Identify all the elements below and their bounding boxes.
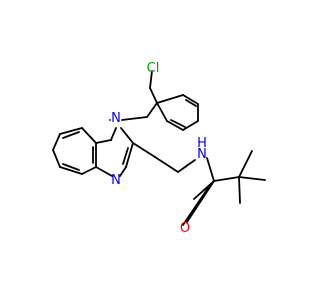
bond-line <box>62 163 80 171</box>
atom-label-n3: N <box>111 173 121 188</box>
bond-line <box>59 166 83 175</box>
bond-line <box>95 166 113 177</box>
bond-line <box>154 156 179 173</box>
bond-line <box>193 180 215 200</box>
bond-line <box>149 70 153 89</box>
bond-line <box>170 119 186 128</box>
bond-line <box>238 176 266 181</box>
atom-labels: Cl N N N H O <box>111 61 207 236</box>
bond-line <box>156 94 184 104</box>
bond-line <box>52 133 61 151</box>
atom-label-chlorine: Cl <box>147 61 160 76</box>
bond-line <box>177 159 196 173</box>
bond-line <box>122 147 129 165</box>
bond-line <box>149 87 158 104</box>
molecule-canvas: Cl N N N H O <box>52 61 266 236</box>
bond-line <box>110 127 117 141</box>
bond-line <box>182 120 199 131</box>
atom-label-amide-n: N <box>197 147 207 162</box>
bond-line <box>95 139 112 144</box>
bond-line <box>166 120 184 131</box>
bond-line <box>81 166 97 175</box>
bond-line <box>125 142 134 168</box>
bond-line <box>182 94 199 105</box>
molecule-structure: Cl N N N H O <box>52 61 266 236</box>
bond-line <box>146 102 158 118</box>
bond-line <box>156 102 168 122</box>
bond-line <box>119 166 127 177</box>
bond-lines <box>52 70 266 226</box>
bond-line <box>182 184 211 226</box>
bond-line <box>62 131 80 139</box>
bond-line <box>52 149 61 168</box>
bond-line <box>206 157 215 182</box>
atom-label-oxygen: O <box>180 221 190 236</box>
bond-line <box>213 176 240 182</box>
bond-line <box>59 127 83 135</box>
bond-line <box>238 176 241 204</box>
atom-label-n1: N <box>111 111 121 126</box>
bond-line <box>120 127 134 144</box>
bond-line <box>238 150 253 178</box>
bond-line <box>185 99 197 107</box>
bond-line <box>81 127 97 144</box>
bond-line <box>186 180 215 223</box>
atom-label-amide-h: H <box>197 136 207 151</box>
bond-line <box>121 116 148 121</box>
bond-line <box>132 142 156 158</box>
